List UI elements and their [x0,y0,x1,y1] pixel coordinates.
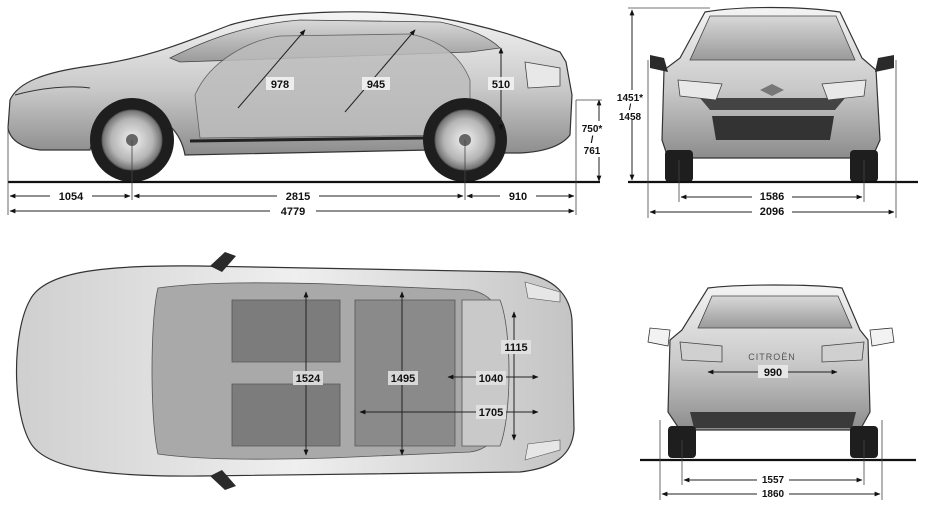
front-elbow-width-label: 1524 [296,373,321,385]
loading-height-alt-label: 750* [582,124,603,135]
wheelbase-label: 2815 [286,191,310,203]
front-car-body [650,6,894,182]
loading-height-separator: / [591,135,594,146]
rear-track-label: 1557 [762,475,785,486]
height-alt-label: 1451* [617,93,643,104]
side-view: 1054 2815 910 4779 978 945 510 750* / 76… [7,11,608,218]
front-overhang-label: 1054 [59,191,84,203]
body-width-label: 1860 [762,489,785,500]
rear-car-body: CITROËN [647,284,895,458]
width-with-mirrors-label: 2096 [760,206,784,218]
overall-length-label: 4779 [281,206,305,218]
front-legroom-label: 978 [271,79,289,91]
height-separator: / [629,102,632,112]
trunk-width-label: 1040 [479,373,503,385]
trunk-opening-width-label: 990 [764,367,782,379]
rear-legroom-label: 945 [367,79,385,91]
front-view: 1451* / 1458 1586 2096 [612,6,918,218]
front-track-label: 1586 [760,191,784,203]
rear-overhang-label: 910 [509,191,527,203]
loading-height-label: 761 [584,146,601,157]
trunk-opening-height-label: 510 [492,79,510,91]
rear-elbow-width-label: 1495 [391,373,415,385]
rear-view: CITROËN 990 1557 1860 [640,284,916,500]
rear-badge-text: CITROËN [748,352,796,362]
trunk-length-label: 1115 [504,342,527,354]
height-label: 1458 [619,112,642,123]
top-view: 1524 1495 1115 1040 1705 [15,252,575,490]
trunk-max-length-label: 1705 [479,407,503,419]
